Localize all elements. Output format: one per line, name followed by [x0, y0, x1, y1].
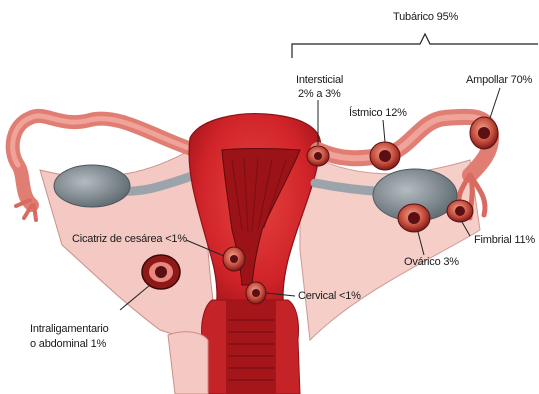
- ectopic-sac-isthmic: [370, 142, 400, 170]
- label-intraligamentario-1: Intraligamentario: [30, 323, 109, 336]
- ectopic-sac-abdominal: [142, 255, 180, 289]
- ectopic-sac-ampullary: [470, 117, 498, 149]
- ovary-left: [54, 165, 130, 207]
- label-istmico: Ístmico 12%: [349, 107, 407, 120]
- ectopic-sac-ovarian: [398, 204, 430, 232]
- label-ovarico: Ovárico 3%: [404, 256, 459, 269]
- label-cervical: Cervical <1%: [298, 290, 361, 303]
- label-cicatriz: Cicatriz de cesárea <1%: [72, 233, 187, 246]
- label-intraligamentario-2: o abdominal 1%: [30, 338, 106, 351]
- tubal-bracket: [292, 34, 538, 58]
- ectopic-sac-cervical: [246, 282, 266, 304]
- label-intersticial-1: Intersticial: [296, 74, 343, 87]
- ectopic-sac-cesarean-scar: [223, 247, 245, 271]
- label-fimbrial: Fimbrial 11%: [474, 234, 535, 247]
- label-tubarico: Tubárico 95%: [393, 11, 458, 24]
- ectopic-sac-fimbrial: [447, 200, 473, 222]
- ectopic-sac-interstitial: [307, 146, 329, 166]
- label-ampollar: Ampollar 70%: [466, 74, 532, 87]
- label-intersticial-2: 2% a 3%: [298, 88, 341, 101]
